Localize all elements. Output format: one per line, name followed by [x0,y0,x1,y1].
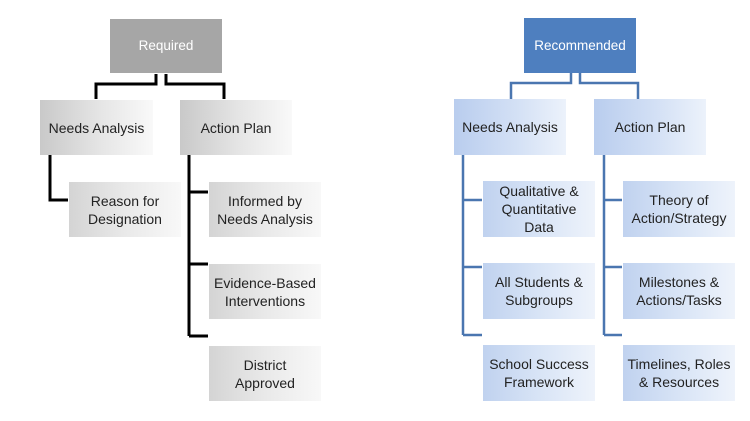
required-reason-for-designation-label: Reason for Designation [88,192,162,227]
recommended-theory-of-action-box: Theory of Action/Strategy [623,181,735,237]
required-root-to-action-plan [164,74,226,99]
required-informed-by-needs-analysis-box: Informed by Needs Analysis [209,182,321,237]
recommended-school-success-framework-label: School Success Framework [489,356,589,390]
recommended-all-students-subgroups-label: All Students & Subgroups [495,274,583,308]
required-root-box: Required [110,19,222,73]
required-root-label: Required [138,38,194,53]
recommended-needs-analysis-box: Needs Analysis [454,99,566,155]
recommended-theory-of-action-label: Theory of Action/Strategy [631,192,727,226]
required-district-approved-box: District Approved [209,346,321,401]
required-action-plan-label: Action Plan [200,119,272,136]
recommended-action-plan-box: Action Plan [594,99,706,155]
recommended-needs-analysis-label: Needs Analysis [462,119,558,135]
required-needs-analysis-label: Needs Analysis [48,119,145,136]
recommended-root-box: Recommended [524,18,636,73]
recommended-connectors [461,73,640,337]
required-evidence-based-interventions-label: Evidence-Based Interventions [214,274,316,309]
recommended-timelines-roles-resources-box: Timelines, Roles & Resources [623,345,735,401]
required-needs-analysis-to-children [48,155,68,202]
recommended-milestones-actions-box: Milestones & Actions/Tasks [623,263,735,319]
recommended-root-to-needs-analysis [509,73,573,99]
required-action-plan-box: Action Plan [180,100,292,155]
recommended-school-success-framework-box: School Success Framework [483,345,595,401]
recommended-action-plan-label: Action Plan [614,119,686,135]
required-root-to-needs-analysis [94,74,158,99]
required-connectors [48,74,226,338]
recommended-qualitative-quantitative-data-box: Qualitative & Quantitative Data [483,181,595,237]
required-needs-analysis-box: Needs Analysis [40,100,153,155]
required-evidence-based-interventions-box: Evidence-Based Interventions [209,264,321,319]
recommended-root-label: Recommended [534,37,626,53]
recommended-qualitative-quantitative-data-label: Qualitative & Quantitative Data [499,183,579,235]
recommended-all-students-subgroups-box: All Students & Subgroups [483,263,595,319]
recommended-timelines-roles-resources-label: Timelines, Roles & Resources [627,356,731,390]
required-informed-by-needs-analysis-label: Informed by Needs Analysis [217,192,313,227]
required-reason-for-designation-box: Reason for Designation [69,182,181,237]
recommended-milestones-actions-label: Milestones & Actions/Tasks [636,274,722,308]
required-district-approved-label: District Approved [235,356,295,391]
recommended-root-to-action-plan [578,73,640,99]
